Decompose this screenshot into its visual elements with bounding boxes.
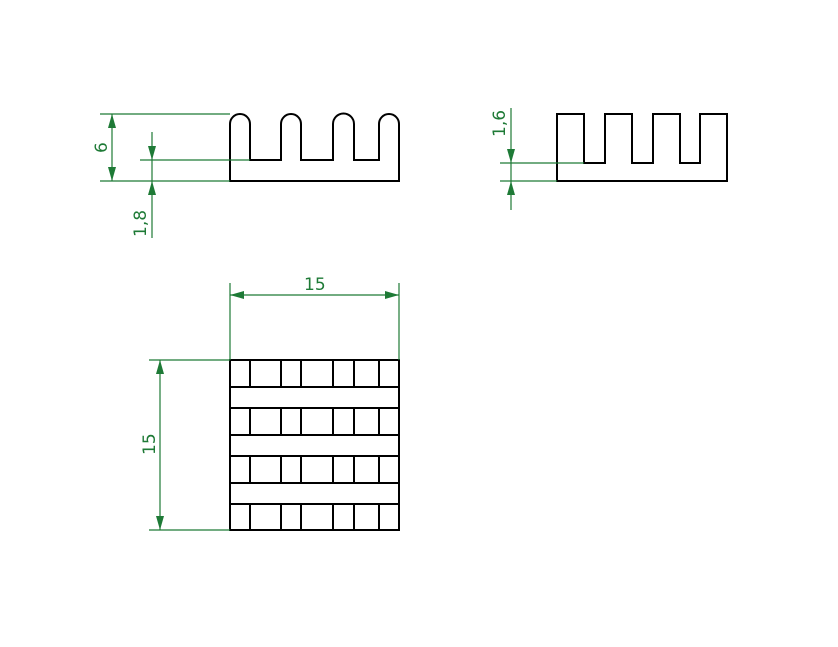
dimension-label-length-15: 15: [140, 433, 160, 455]
dimension-length: 15: [140, 359, 230, 531]
dimension-label-6: 6: [92, 142, 112, 153]
dimension-width: 15: [229, 275, 400, 360]
front-view: [556, 113, 728, 182]
dimension-total-height: 6: [92, 113, 230, 182]
dimension-base-thickness-side: 1,8: [131, 132, 250, 238]
dimension-label-width-15: 15: [304, 275, 326, 295]
dimension-label-1-6: 1,6: [490, 110, 510, 137]
top-view: [229, 359, 400, 531]
dimension-label-1-8: 1,8: [131, 210, 151, 237]
side-view: [229, 112, 400, 182]
dimension-base-thickness-front: 1,6: [490, 108, 584, 210]
